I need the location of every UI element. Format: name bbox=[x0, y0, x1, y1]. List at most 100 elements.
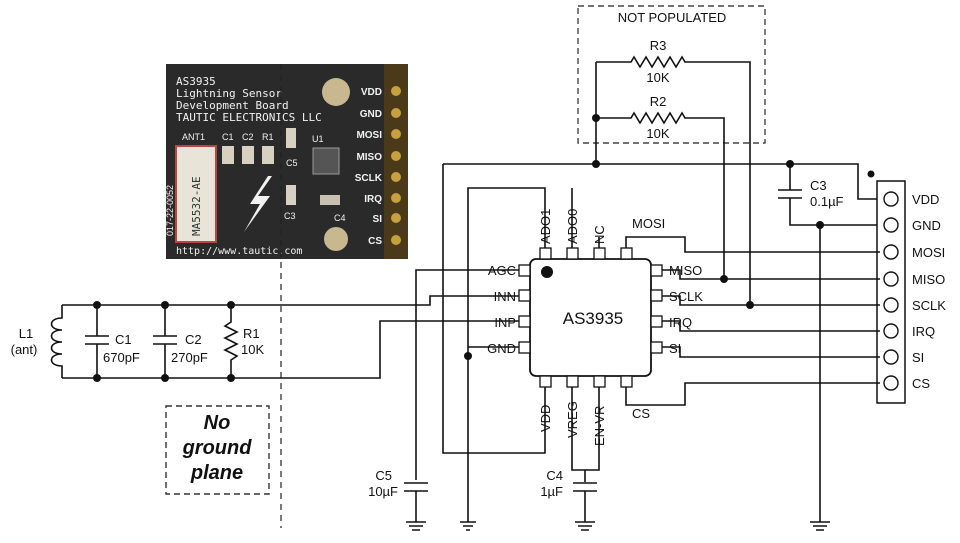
board-pad-6 bbox=[391, 193, 401, 203]
chip-pad-inn bbox=[518, 289, 531, 302]
board-pin-si: SI bbox=[373, 214, 383, 225]
chip-pad-agc bbox=[518, 264, 531, 277]
inductor-l1: L1 (ant) bbox=[11, 305, 63, 378]
board-pad-2 bbox=[391, 108, 401, 118]
pin-label-vdd: VDD bbox=[538, 405, 553, 432]
chip-pad-inp bbox=[518, 315, 531, 328]
board-silk-c5: C5 bbox=[286, 158, 298, 168]
pin-label-gnd: GND bbox=[487, 341, 516, 356]
c1-name: C1 bbox=[115, 332, 132, 347]
c1-plates bbox=[85, 305, 109, 378]
board-mount-hole-top bbox=[322, 78, 350, 106]
board-pin-vdd: VDD bbox=[361, 87, 382, 98]
board-title-line-4: TAUTIC ELECTRONICS LLC bbox=[176, 111, 322, 124]
board-title-line-1: AS3935 bbox=[176, 75, 216, 88]
board-photo: AS3935 Lightning Sensor Development Boar… bbox=[165, 64, 408, 259]
pin-label-si: SI bbox=[669, 341, 681, 356]
c1-value: 670pF bbox=[103, 350, 140, 365]
connector-pin-7[interactable] bbox=[883, 349, 899, 365]
board-silk-r1: R1 bbox=[262, 132, 274, 142]
board-title-line-3: Development Board bbox=[176, 99, 289, 112]
header-connector: VDD GND MOSI MISO SCLK IRQ SI CS bbox=[876, 180, 946, 404]
board-pad-1 bbox=[391, 86, 401, 96]
ground-icon-c5 bbox=[406, 521, 426, 531]
connector-label-irq: IRQ bbox=[912, 324, 935, 339]
mosi-wire bbox=[625, 236, 880, 253]
r2-wire bbox=[596, 111, 725, 280]
junction-gnd-pin bbox=[464, 352, 472, 360]
pin-label-mosi: MOSI bbox=[632, 216, 665, 231]
r2-name: R2 bbox=[650, 94, 667, 109]
c5-name: C5 bbox=[375, 468, 392, 483]
pin-label-nc: NC bbox=[592, 225, 607, 244]
board-url: http://www.tautic.com bbox=[176, 246, 302, 257]
board-cap-c5 bbox=[286, 128, 296, 148]
pin-label-cs: CS bbox=[632, 406, 650, 421]
board-silk-c2: C2 bbox=[242, 132, 254, 142]
connector-label-miso: MISO bbox=[912, 272, 945, 287]
board-cap-c4 bbox=[320, 195, 340, 205]
capacitor-c3: C3 0.1µF bbox=[778, 164, 880, 226]
si-wire bbox=[662, 346, 880, 358]
board-pad-5 bbox=[391, 172, 401, 182]
junction-vdd-connector bbox=[867, 170, 875, 178]
no-ground-plane-box bbox=[165, 405, 270, 495]
board-pad-7 bbox=[391, 213, 401, 223]
board-cap-c1 bbox=[222, 146, 234, 164]
board-antenna-text: MA5532-AE bbox=[190, 176, 203, 236]
connector-label-si: SI bbox=[912, 350, 924, 365]
connector-pin-5[interactable] bbox=[883, 297, 899, 313]
ground-icon-right bbox=[810, 521, 830, 531]
c5-plates bbox=[404, 482, 428, 522]
board-mount-hole-bottom bbox=[324, 227, 348, 251]
r3-name: R3 bbox=[650, 38, 667, 53]
junction-c1-bottom bbox=[93, 374, 101, 382]
board-pin-mosi: MOSI bbox=[356, 130, 382, 141]
connector-pin-8[interactable] bbox=[883, 375, 899, 391]
board-pad-3 bbox=[391, 129, 401, 139]
chip-name: AS3935 bbox=[563, 309, 624, 328]
board-pad-8 bbox=[391, 235, 401, 245]
l1-name: L1 bbox=[19, 326, 33, 341]
junction-r1-bottom bbox=[227, 374, 235, 382]
board-title-line-2: Lightning Sensor bbox=[176, 87, 282, 100]
inn-wire bbox=[62, 295, 519, 306]
capacitor-c5: C5 10µF bbox=[368, 468, 428, 531]
not-populated-box bbox=[577, 5, 766, 144]
connector-pin-2[interactable] bbox=[883, 217, 899, 233]
c3-name: C3 bbox=[810, 178, 827, 193]
connector-label-sclk: SCLK bbox=[912, 298, 946, 313]
junction-miso-r2 bbox=[720, 275, 728, 283]
capacitor-c2: C2 270pF bbox=[153, 301, 208, 382]
board-silk-c3: C3 bbox=[284, 211, 296, 221]
c3-wire bbox=[778, 164, 880, 226]
board-header-pins: VDD GND MOSI MISO SCLK IRQ SI CS bbox=[355, 86, 401, 247]
connector-label-gnd: GND bbox=[912, 218, 941, 233]
pin-label-inp: INP bbox=[494, 315, 516, 330]
junction-c2-top bbox=[161, 301, 169, 309]
connector-label-mosi: MOSI bbox=[912, 245, 945, 260]
junction-c1-top bbox=[93, 301, 101, 309]
connector-pin-4[interactable] bbox=[883, 271, 899, 287]
vdd-loop bbox=[442, 164, 546, 454]
chip-pad-ado0 bbox=[566, 247, 579, 260]
connector-body bbox=[876, 180, 906, 404]
connector-pin-6[interactable] bbox=[883, 323, 899, 339]
board-cap-c3 bbox=[286, 185, 296, 205]
board-pad-4 bbox=[391, 151, 401, 161]
not-populated-label: NOT POPULATED bbox=[618, 10, 727, 25]
chip-pad-gnd bbox=[518, 341, 531, 354]
resistor-r1: R1 10K bbox=[223, 301, 264, 382]
connector-pin-1[interactable] bbox=[883, 191, 899, 207]
board-silk-c1: C1 bbox=[222, 132, 234, 142]
board-side-code: 017-22-0052 bbox=[165, 185, 175, 236]
cs-wire bbox=[625, 382, 880, 406]
connector-pin-3[interactable] bbox=[883, 244, 899, 260]
c2-plates bbox=[153, 305, 177, 378]
junction-r1-top bbox=[227, 301, 235, 309]
miso-wire bbox=[662, 269, 880, 280]
r3-wire bbox=[596, 55, 751, 305]
board-silk-u1: U1 bbox=[312, 134, 324, 144]
resistor-r3: R3 10K bbox=[596, 38, 751, 305]
c5-value: 10µF bbox=[368, 484, 398, 499]
